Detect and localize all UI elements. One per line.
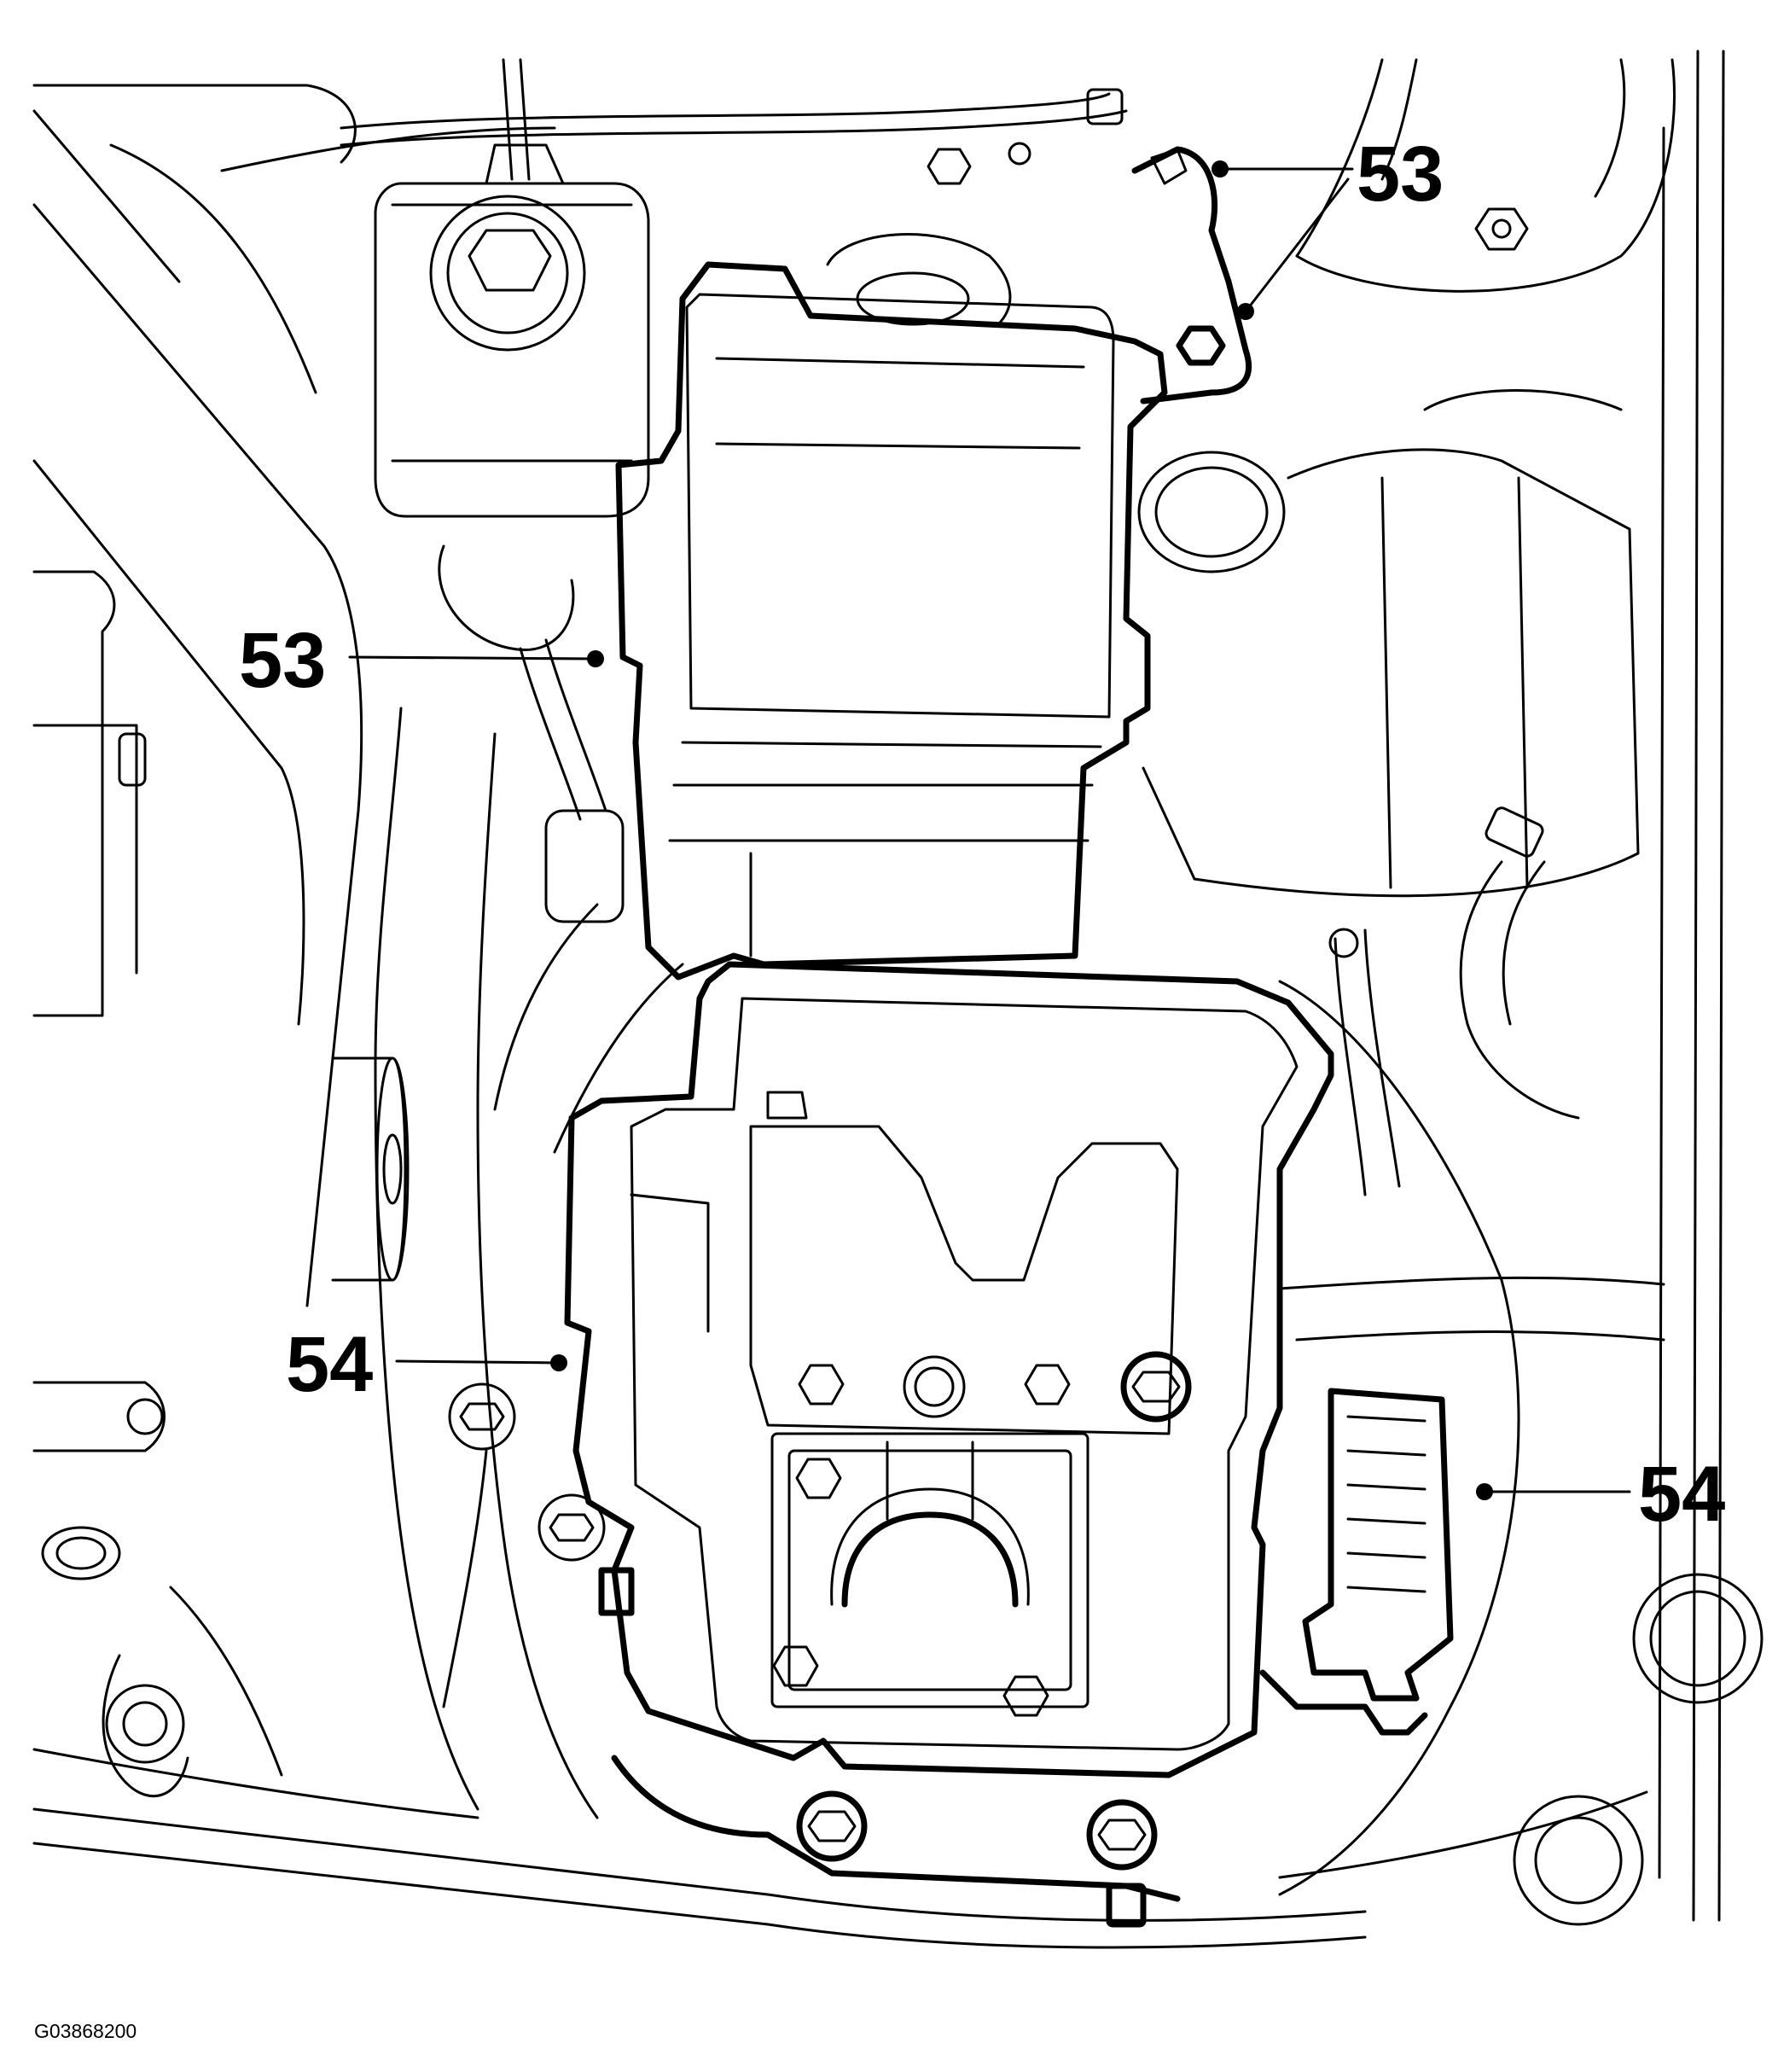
- engine-bay-linework: [32, 49, 1763, 1949]
- left-ground-stud: [442, 1382, 606, 1708]
- left-cylinder-mount: [331, 1056, 410, 1282]
- callout-54-left: 54: [286, 1321, 567, 1408]
- callout-54-right: 54: [1476, 1451, 1725, 1538]
- upper-control-module: [615, 233, 1168, 981]
- figure-id: G03868200: [34, 2020, 137, 2042]
- callout-label-53: 53: [1357, 131, 1444, 218]
- right-connector: [1259, 1388, 1454, 1736]
- upper-right-bolt: [1474, 207, 1529, 251]
- callout-label-54: 54: [1638, 1451, 1725, 1538]
- lower-right-plug: [1513, 1573, 1763, 1926]
- leader-dot: [1237, 303, 1254, 320]
- ground-strap: [1131, 146, 1252, 405]
- callout-53-left: 53: [239, 617, 604, 704]
- module-mounting-bolts: [772, 1351, 1192, 1871]
- brake-line-fittings: [927, 88, 1124, 185]
- callout-label-53: 53: [239, 617, 326, 704]
- brake-fluid-reservoir: [374, 143, 650, 518]
- leader-dot: [1476, 1483, 1493, 1500]
- callout-label-54: 54: [286, 1321, 373, 1408]
- leader-dot: [1211, 160, 1229, 178]
- leader-dot: [587, 650, 604, 667]
- leader-dot: [550, 1354, 567, 1371]
- callout-53-upper-right: 53: [1211, 131, 1444, 320]
- lower-control-module: [564, 961, 1334, 1928]
- lower-left-fittings: [32, 1381, 283, 1798]
